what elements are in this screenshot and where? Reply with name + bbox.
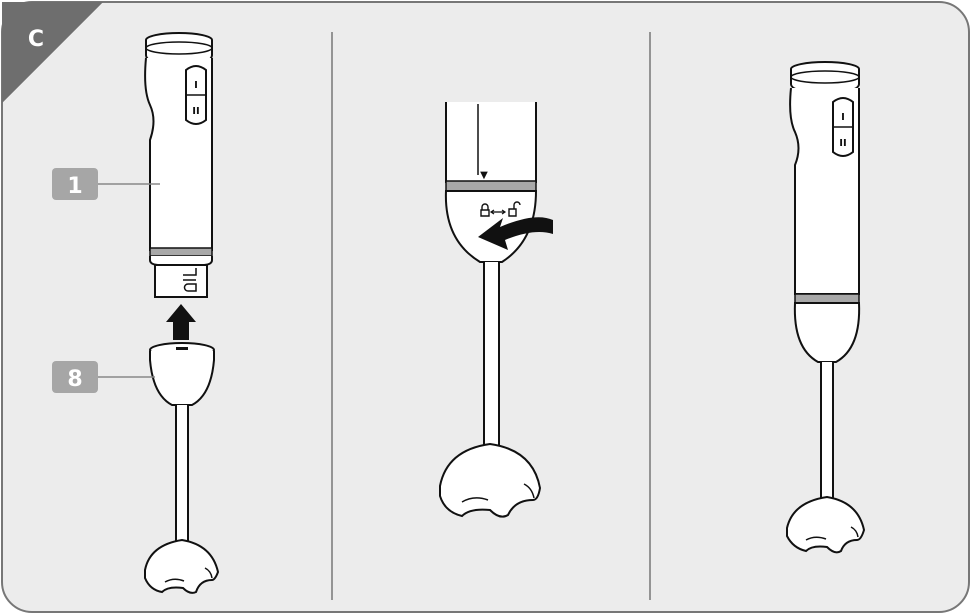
motor-unit: I II xyxy=(144,32,213,298)
motor-ring xyxy=(149,247,213,257)
callout-1: 1 xyxy=(52,168,160,200)
up-arrow-icon xyxy=(166,304,196,340)
alignment-marker: ▼ xyxy=(480,170,488,181)
speed-button-2-label: II xyxy=(839,138,846,149)
rotate-arrow-icon xyxy=(478,217,553,250)
lock-icon xyxy=(480,203,490,217)
step-letter: C xyxy=(28,27,44,52)
callout-8: 8 xyxy=(52,361,155,393)
step-2-group: ▼ xyxy=(439,102,553,518)
step-3-group: I II xyxy=(786,61,866,554)
blender-shaft-attachment xyxy=(144,342,220,594)
blade-guard xyxy=(786,495,866,554)
callout-1-label: 1 xyxy=(67,174,82,199)
step-1-group: I II 1 xyxy=(52,32,220,594)
speed-button-1-label: I xyxy=(194,80,198,91)
coupling xyxy=(154,264,208,298)
speed-buttons: I II xyxy=(185,65,207,125)
coupling-lock-icon xyxy=(183,283,197,292)
unlock-icon xyxy=(508,201,521,217)
callout-8-label: 8 xyxy=(67,367,82,392)
speed-button-2-label: II xyxy=(192,106,199,117)
blade-guard xyxy=(144,538,220,594)
speed-button-1-label: I xyxy=(841,112,845,123)
speed-buttons: I II xyxy=(832,97,854,157)
lock-indicator xyxy=(480,201,521,217)
assembled-ring xyxy=(794,293,860,304)
attachment-ring xyxy=(445,180,537,192)
blade-guard xyxy=(439,442,542,518)
